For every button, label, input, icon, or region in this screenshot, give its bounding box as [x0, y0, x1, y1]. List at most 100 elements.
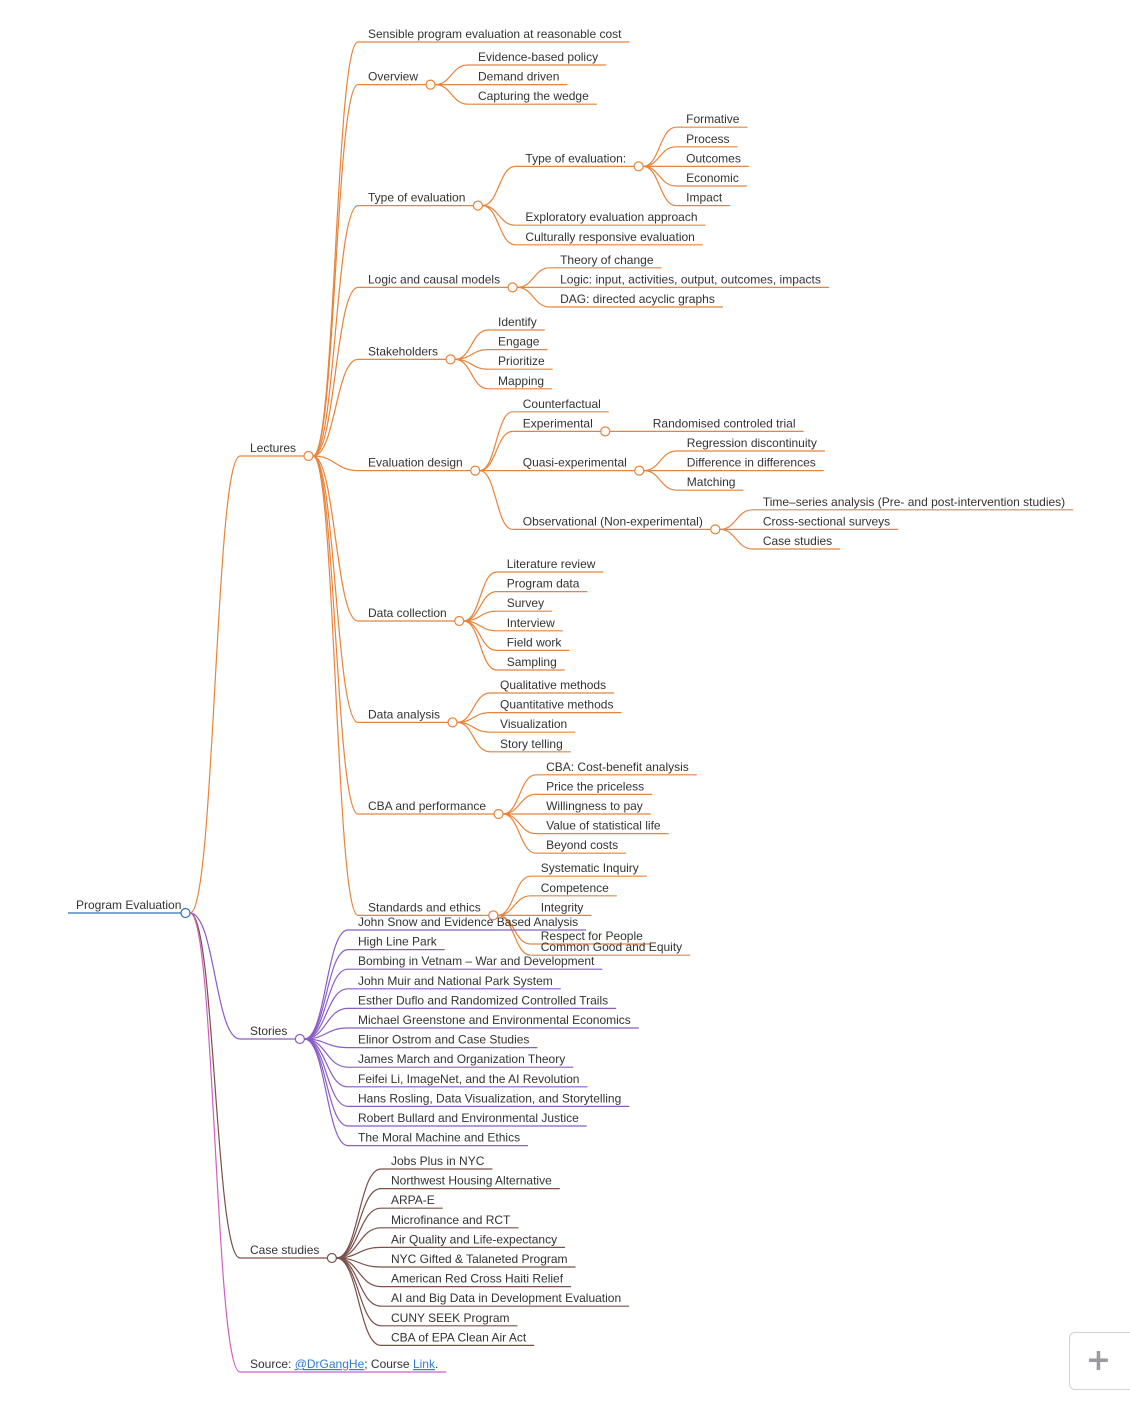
branch-stories[interactable]: Stories — [240, 1024, 305, 1045]
node-arpa-e[interactable]: ARPA-E — [381, 1193, 443, 1209]
node-matching[interactable]: Matching — [676, 475, 744, 491]
node-feifei-li-imagenet-and-the-ai-revolution[interactable]: Feifei Li, ImageNet, and the AI Revoluti… — [348, 1072, 588, 1088]
node-northwest-housing-alternative[interactable]: Northwest Housing Alternative — [381, 1174, 560, 1190]
node-quasi-experimental[interactable]: Quasi-experimental — [512, 456, 645, 476]
collapse-toggle-icon[interactable] — [454, 615, 465, 627]
node-difference-in-differences[interactable]: Difference in differences — [676, 456, 824, 472]
node-field-work[interactable]: Field work — [496, 635, 570, 652]
node-quantitative-methods[interactable]: Quantitative methods — [490, 698, 622, 714]
node-common-good-and-equity[interactable]: Common Good and Equity — [530, 940, 691, 956]
source-link[interactable]: @DrGangHe — [295, 1357, 365, 1371]
node-data-analysis[interactable]: Data analysis — [358, 707, 458, 728]
branch-case-studies[interactable]: Case studies — [240, 1243, 337, 1264]
node-john-snow-and-evidence-based-analysis[interactable]: John Snow and Evidence Based Analysis — [348, 915, 587, 931]
node-stakeholders[interactable]: Stakeholders — [358, 344, 456, 365]
node-evaluation-design[interactable]: Evaluation design — [358, 456, 481, 476]
node-beyond-costs[interactable]: Beyond costs — [536, 838, 627, 854]
node-willingness-to-pay[interactable]: Willingness to pay — [536, 799, 651, 815]
collapse-toggle-icon[interactable] — [633, 161, 644, 172]
node-story-telling[interactable]: Story telling — [490, 737, 571, 753]
node-microfinance-and-rct[interactable]: Microfinance and RCT — [381, 1213, 519, 1229]
node-observational-non-experimental[interactable]: Observational (Non-experimental) — [512, 514, 721, 535]
node-evidence-based-policy[interactable]: Evidence-based policy — [468, 50, 607, 66]
node-esther-duflo-and-randomized-controlled-t[interactable]: Esther Duflo and Randomized Controlled T… — [348, 993, 617, 1010]
node-james-march-and-organization-theory[interactable]: James March and Organization Theory — [348, 1052, 574, 1068]
zoom-in-button[interactable]: + — [1069, 1332, 1130, 1390]
node-john-muir-and-national-park-system[interactable]: John Muir and National Park System — [348, 974, 561, 990]
root-node[interactable]: Program Evaluation — [68, 898, 191, 919]
collapse-toggle-icon[interactable] — [445, 354, 456, 365]
node-nyc-gifted-talaneted-program[interactable]: NYC Gifted & Talaneted Program — [381, 1252, 576, 1268]
node-sensible-program-evaluation-at-reasonabl[interactable]: Sensible program evaluation at reasonabl… — [358, 27, 630, 43]
node-elinor-ostrom-and-case-studies[interactable]: Elinor Ostrom and Case Studies — [348, 1033, 538, 1049]
collapse-toggle-icon[interactable] — [447, 717, 458, 728]
node-formative[interactable]: Formative — [676, 112, 748, 128]
node-prioritize[interactable]: Prioritize — [488, 354, 553, 370]
collapse-toggle-icon[interactable] — [180, 907, 191, 919]
node-theory-of-change[interactable]: Theory of change — [550, 253, 662, 269]
collapse-toggle-icon[interactable] — [470, 465, 481, 476]
branch-lectures[interactable]: Lectures — [240, 441, 314, 462]
node-experimental[interactable]: Experimental — [512, 416, 611, 437]
node-capturing-the-wedge[interactable]: Capturing the wedge — [468, 89, 597, 105]
collapse-toggle-icon[interactable] — [425, 79, 436, 90]
node-mapping[interactable]: Mapping — [488, 374, 553, 390]
node-outcomes[interactable]: Outcomes — [676, 151, 749, 167]
node-hans-rosling-data-visualization-and-stor[interactable]: Hans Rosling, Data Visualization, and St… — [348, 1091, 630, 1108]
node-survey[interactable]: Survey — [496, 596, 553, 612]
node-interview[interactable]: Interview — [496, 616, 563, 632]
node-case-studies[interactable]: Case studies — [752, 534, 841, 550]
node-program-data[interactable]: Program data — [496, 577, 588, 593]
node-bombing-in-vetnam-war-and-development[interactable]: Bombing in Vetnam – War and Development — [348, 954, 603, 970]
collapse-toggle-icon[interactable] — [488, 910, 499, 921]
node-sampling[interactable]: Sampling — [496, 655, 565, 671]
node-robert-bullard-and-environmental-justice[interactable]: Robert Bullard and Environmental Justice — [348, 1111, 587, 1127]
node-respect-for-people[interactable]: Respect for People — [530, 929, 651, 945]
node-the-moral-machine-and-ethics[interactable]: The Moral Machine and Ethics — [348, 1131, 529, 1147]
node-michael-greenstone-and-environmental-eco[interactable]: Michael Greenstone and Environmental Eco… — [348, 1013, 639, 1029]
node-type-of-evaluation[interactable]: Type of evaluation: — [515, 151, 644, 172]
collapse-toggle-icon[interactable] — [634, 465, 645, 476]
node-visualization[interactable]: Visualization — [490, 717, 576, 733]
collapse-toggle-icon[interactable] — [493, 808, 504, 820]
node-dag-directed-acyclic-graphs[interactable]: DAG: directed acyclic graphs — [550, 292, 723, 308]
collapse-toggle-icon[interactable] — [710, 524, 721, 535]
node-qualitative-methods[interactable]: Qualitative methods — [490, 678, 615, 694]
node-cuny-seek-program[interactable]: CUNY SEEK Program — [381, 1311, 518, 1327]
collapse-toggle-icon[interactable] — [326, 1252, 337, 1264]
collapse-toggle-icon[interactable] — [600, 426, 611, 437]
node-identify[interactable]: Identify — [488, 315, 545, 331]
node-overview[interactable]: Overview — [358, 70, 436, 90]
node-price-the-priceless[interactable]: Price the priceless — [536, 779, 653, 796]
node-culturally-responsive-evaluation[interactable]: Culturally responsive evaluation — [515, 230, 703, 246]
node-logic-and-causal-models[interactable]: Logic and causal models — [358, 272, 518, 293]
collapse-toggle-icon[interactable] — [472, 200, 484, 211]
node-exploratory-evaluation-approach[interactable]: Exploratory evaluation approach — [515, 210, 706, 226]
node-engage[interactable]: Engage — [488, 335, 548, 351]
node-type-of-evaluation[interactable]: Type of evaluation — [358, 191, 484, 211]
node-value-of-statistical-life[interactable]: Value of statistical life — [536, 819, 669, 835]
node-cba-of-epa-clean-air-act[interactable]: CBA of EPA Clean Air Act — [381, 1330, 535, 1347]
node-integrity[interactable]: Integrity — [530, 900, 592, 917]
collapse-toggle-icon[interactable] — [294, 1033, 305, 1045]
node-time-series-analysis-pre-and-post-interv[interactable]: Time–series analysis (Pre- and post-inte… — [752, 495, 1074, 511]
node-cba-cost-benefit-analysis[interactable]: CBA: Cost-benefit analysis — [536, 760, 697, 776]
node-ai-and-big-data-in-development-evaluatio[interactable]: AI and Big Data in Development Evaluatio… — [381, 1291, 630, 1307]
node-american-red-cross-haiti-relief[interactable]: American Red Cross Haiti Relief — [381, 1272, 572, 1288]
node-systematic-inquiry[interactable]: Systematic Inquiry — [530, 861, 647, 877]
node-demand-driven[interactable]: Demand driven — [468, 70, 568, 86]
source-link[interactable]: Link — [413, 1357, 436, 1371]
node-randomised-controled-trial[interactable]: Randomised controled trial — [642, 416, 804, 432]
node-jobs-plus-in-nyc[interactable]: Jobs Plus in NYC — [381, 1154, 493, 1170]
node-air-quality-and-life-expectancy[interactable]: Air Quality and Life-expectancy — [381, 1232, 566, 1249]
collapse-toggle-icon[interactable] — [303, 450, 314, 462]
node-counterfactual[interactable]: Counterfactual — [512, 397, 609, 413]
node-cross-sectional-surveys[interactable]: Cross-sectional surveys — [752, 514, 899, 531]
node-cba-and-performance[interactable]: CBA and performance — [358, 799, 504, 820]
node-regression-discontinuity[interactable]: Regression discontinuity — [676, 436, 825, 452]
node-process[interactable]: Process — [676, 132, 738, 148]
node-impact[interactable]: Impact — [676, 191, 731, 207]
node-standards-and-ethics[interactable]: Standards and ethics — [358, 900, 499, 921]
collapse-toggle-icon[interactable] — [507, 282, 518, 293]
node-source-drganghe-course-link[interactable]: Source: @DrGangHe; Course Link. — [240, 1357, 447, 1373]
